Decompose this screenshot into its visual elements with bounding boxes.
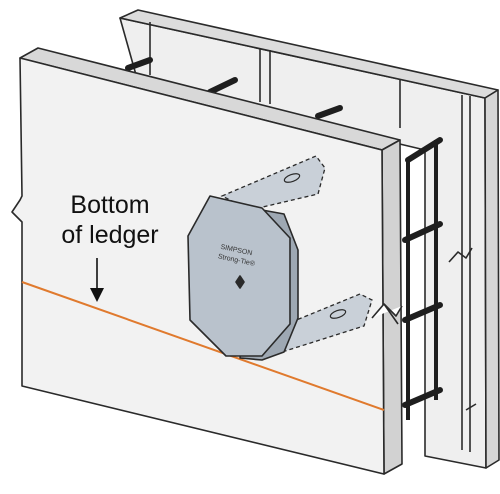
- callout-line-1: Bottom: [70, 191, 150, 219]
- bottom-of-ledger-label: Bottom of ledger: [40, 190, 180, 250]
- back-foam-panel: [119, 9, 500, 469]
- ledger-connector-plate: [187, 195, 299, 361]
- callout-arrow: [90, 258, 104, 302]
- form-tie-verticals: [406, 140, 438, 420]
- strap-slots: [283, 173, 347, 319]
- connector-straps: [220, 155, 373, 353]
- ledger-bottom-line: [21, 281, 385, 411]
- callout-line-2: of ledger: [61, 221, 159, 249]
